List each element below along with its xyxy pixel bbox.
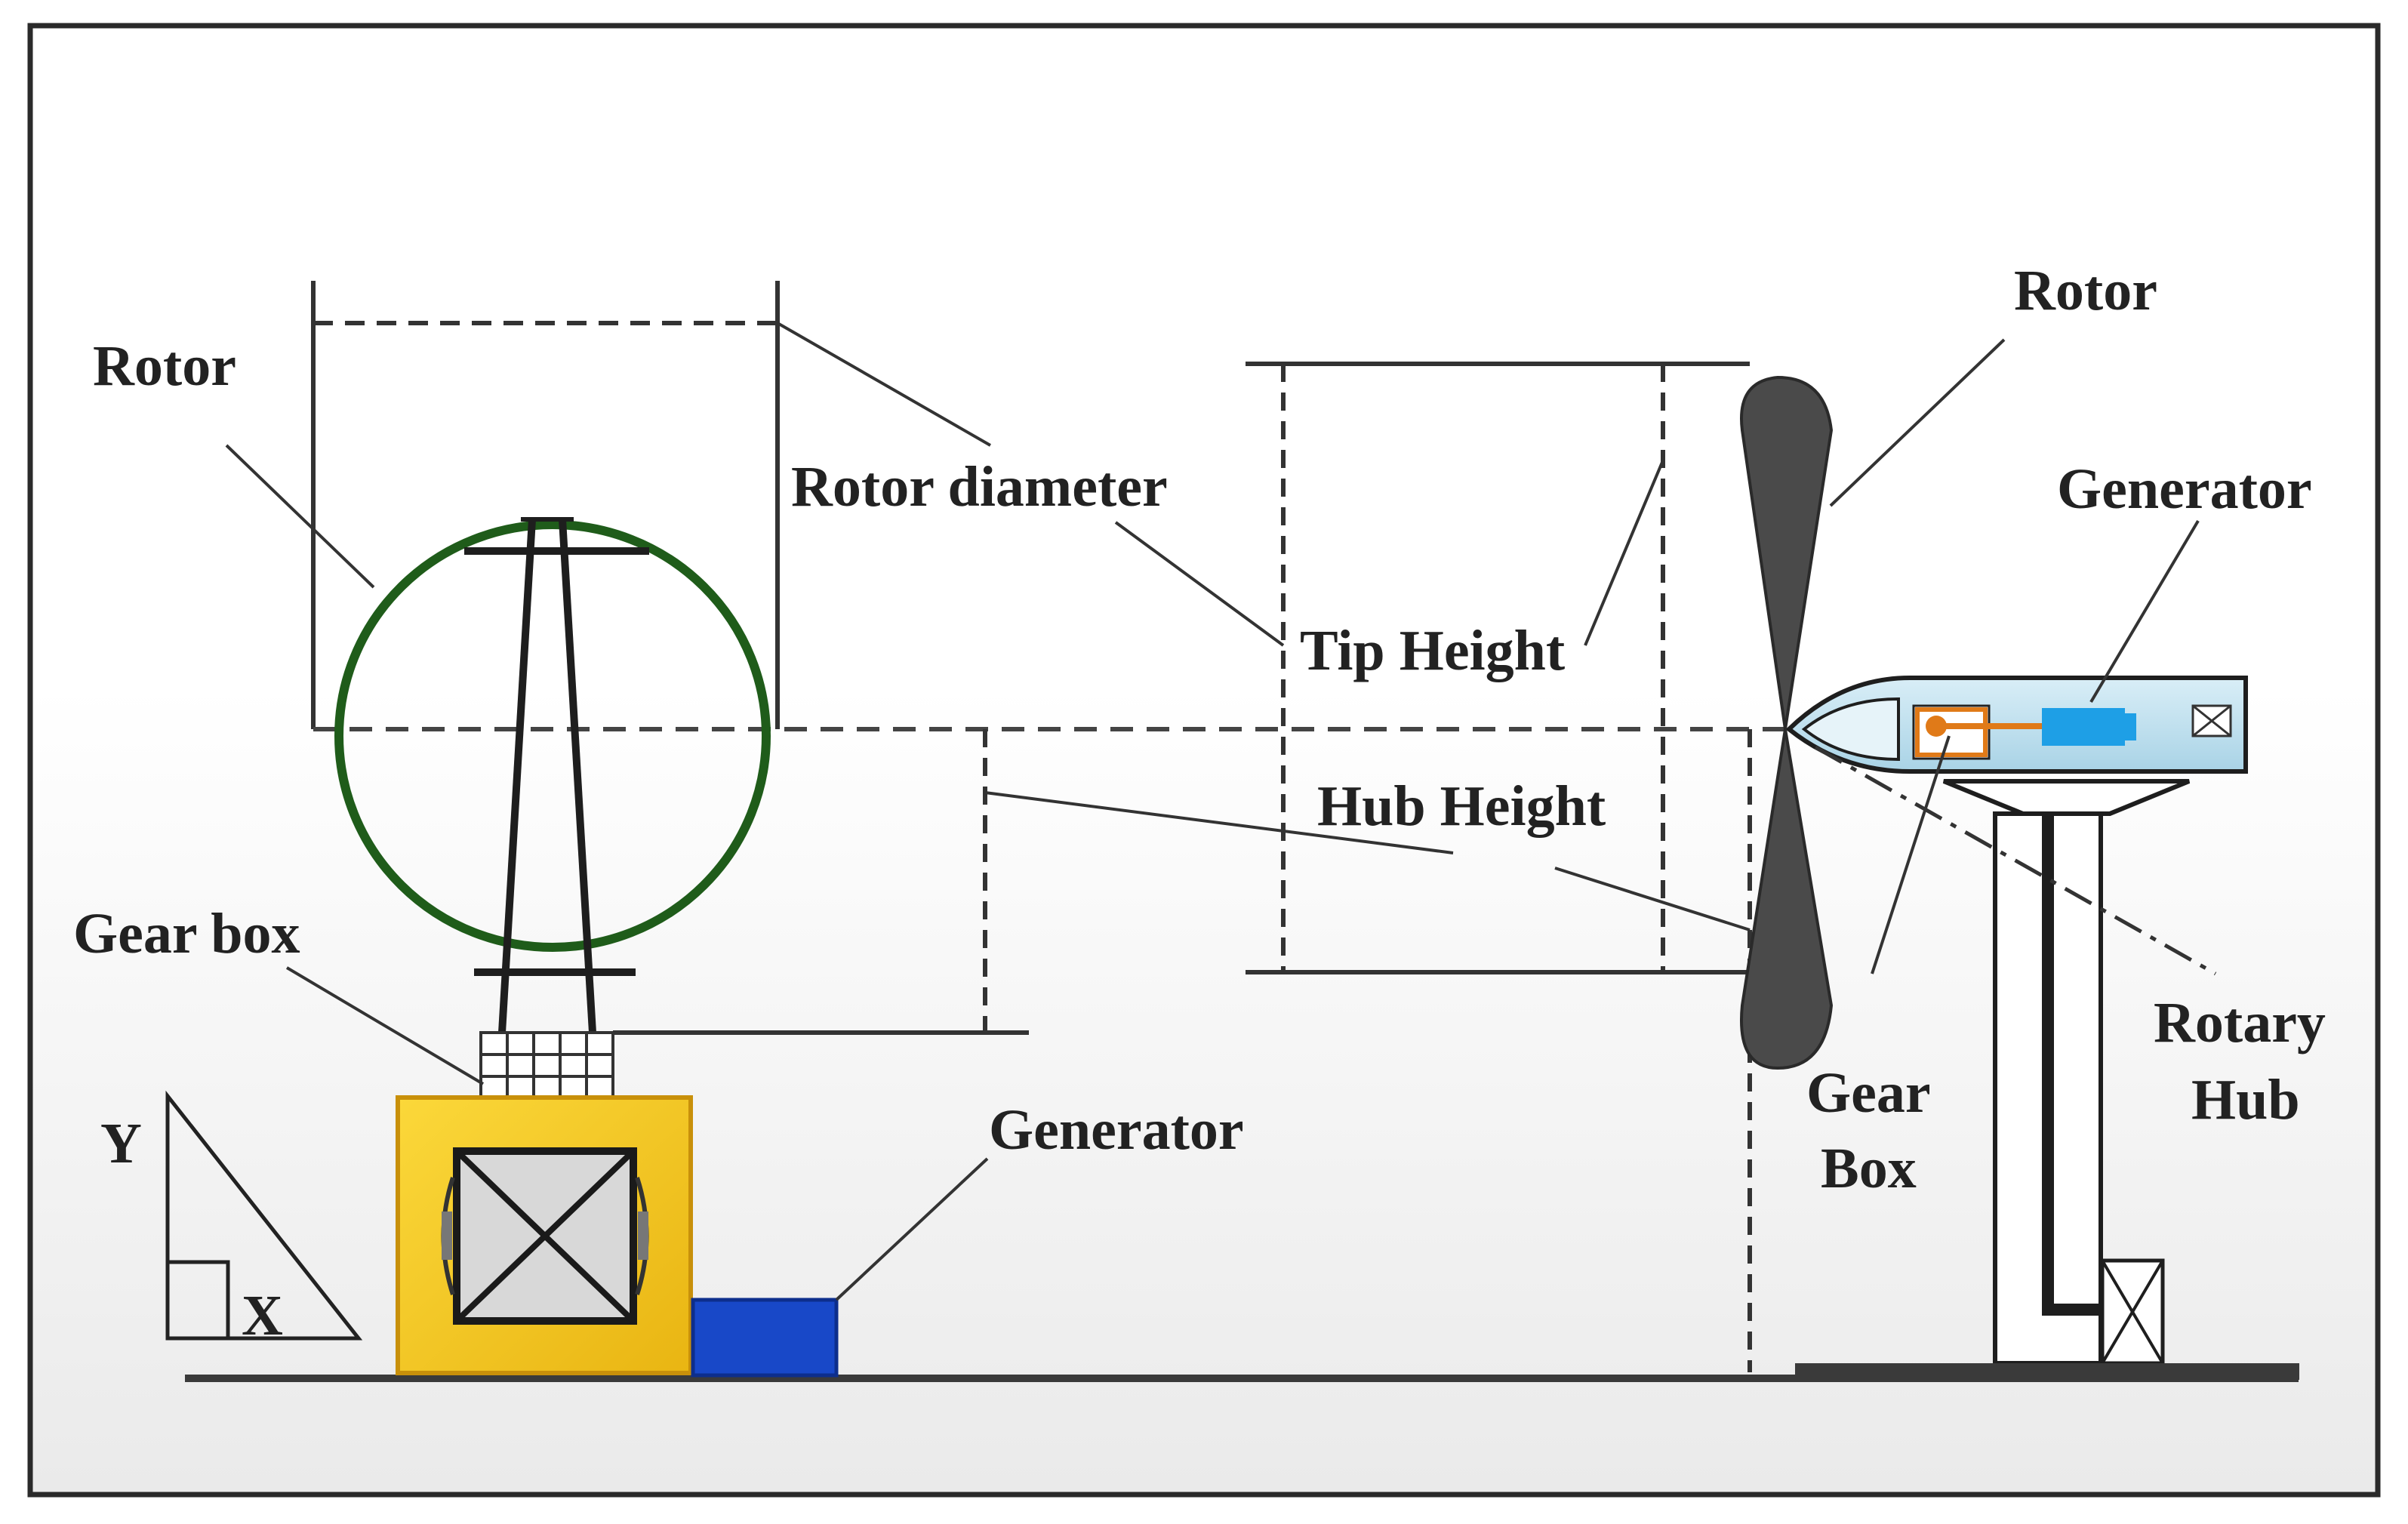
label-rotor-right: Rotor: [2014, 259, 2157, 322]
label-hub-height: Hub Height: [1317, 774, 1606, 838]
rotor-ring: [334, 520, 771, 952]
label-generator-right: Generator: [2057, 457, 2312, 521]
gearbox-coupling: [479, 1031, 614, 1099]
rotor-blades: [1740, 375, 1834, 1070]
gearbox-left: [396, 1095, 693, 1375]
label-x-axis: X: [242, 1284, 283, 1347]
left-tower: [464, 517, 649, 1033]
label-y-axis: Y: [100, 1112, 142, 1175]
label-gear-box-right-line2: Box: [1821, 1137, 1917, 1200]
label-rotary-hub-line1: Rotary: [2154, 991, 2326, 1054]
label-gear-box-left: Gear box: [73, 902, 300, 965]
label-rotor-diameter: Rotor diameter: [791, 455, 1168, 519]
label-gear-box-right-line1: Gear: [1806, 1061, 1931, 1125]
label-tip-height: Tip Height: [1300, 619, 1565, 682]
label-generator-left: Generator: [989, 1098, 1244, 1162]
generator-left-box: [691, 1298, 839, 1378]
leader-lines: [225, 322, 2200, 1301]
label-rotor-left: Rotor: [93, 334, 236, 398]
hub-height-step: [613, 729, 1029, 1035]
nacelle: [1785, 676, 2248, 774]
label-rotary-hub-line2: Hub: [2191, 1068, 2300, 1131]
rotor-diameter-bracket: [311, 281, 780, 729]
right-tower: [1795, 779, 2299, 1380]
axis-triangle: [165, 1090, 363, 1341]
rotary-hub-axis: [1814, 745, 2217, 976]
